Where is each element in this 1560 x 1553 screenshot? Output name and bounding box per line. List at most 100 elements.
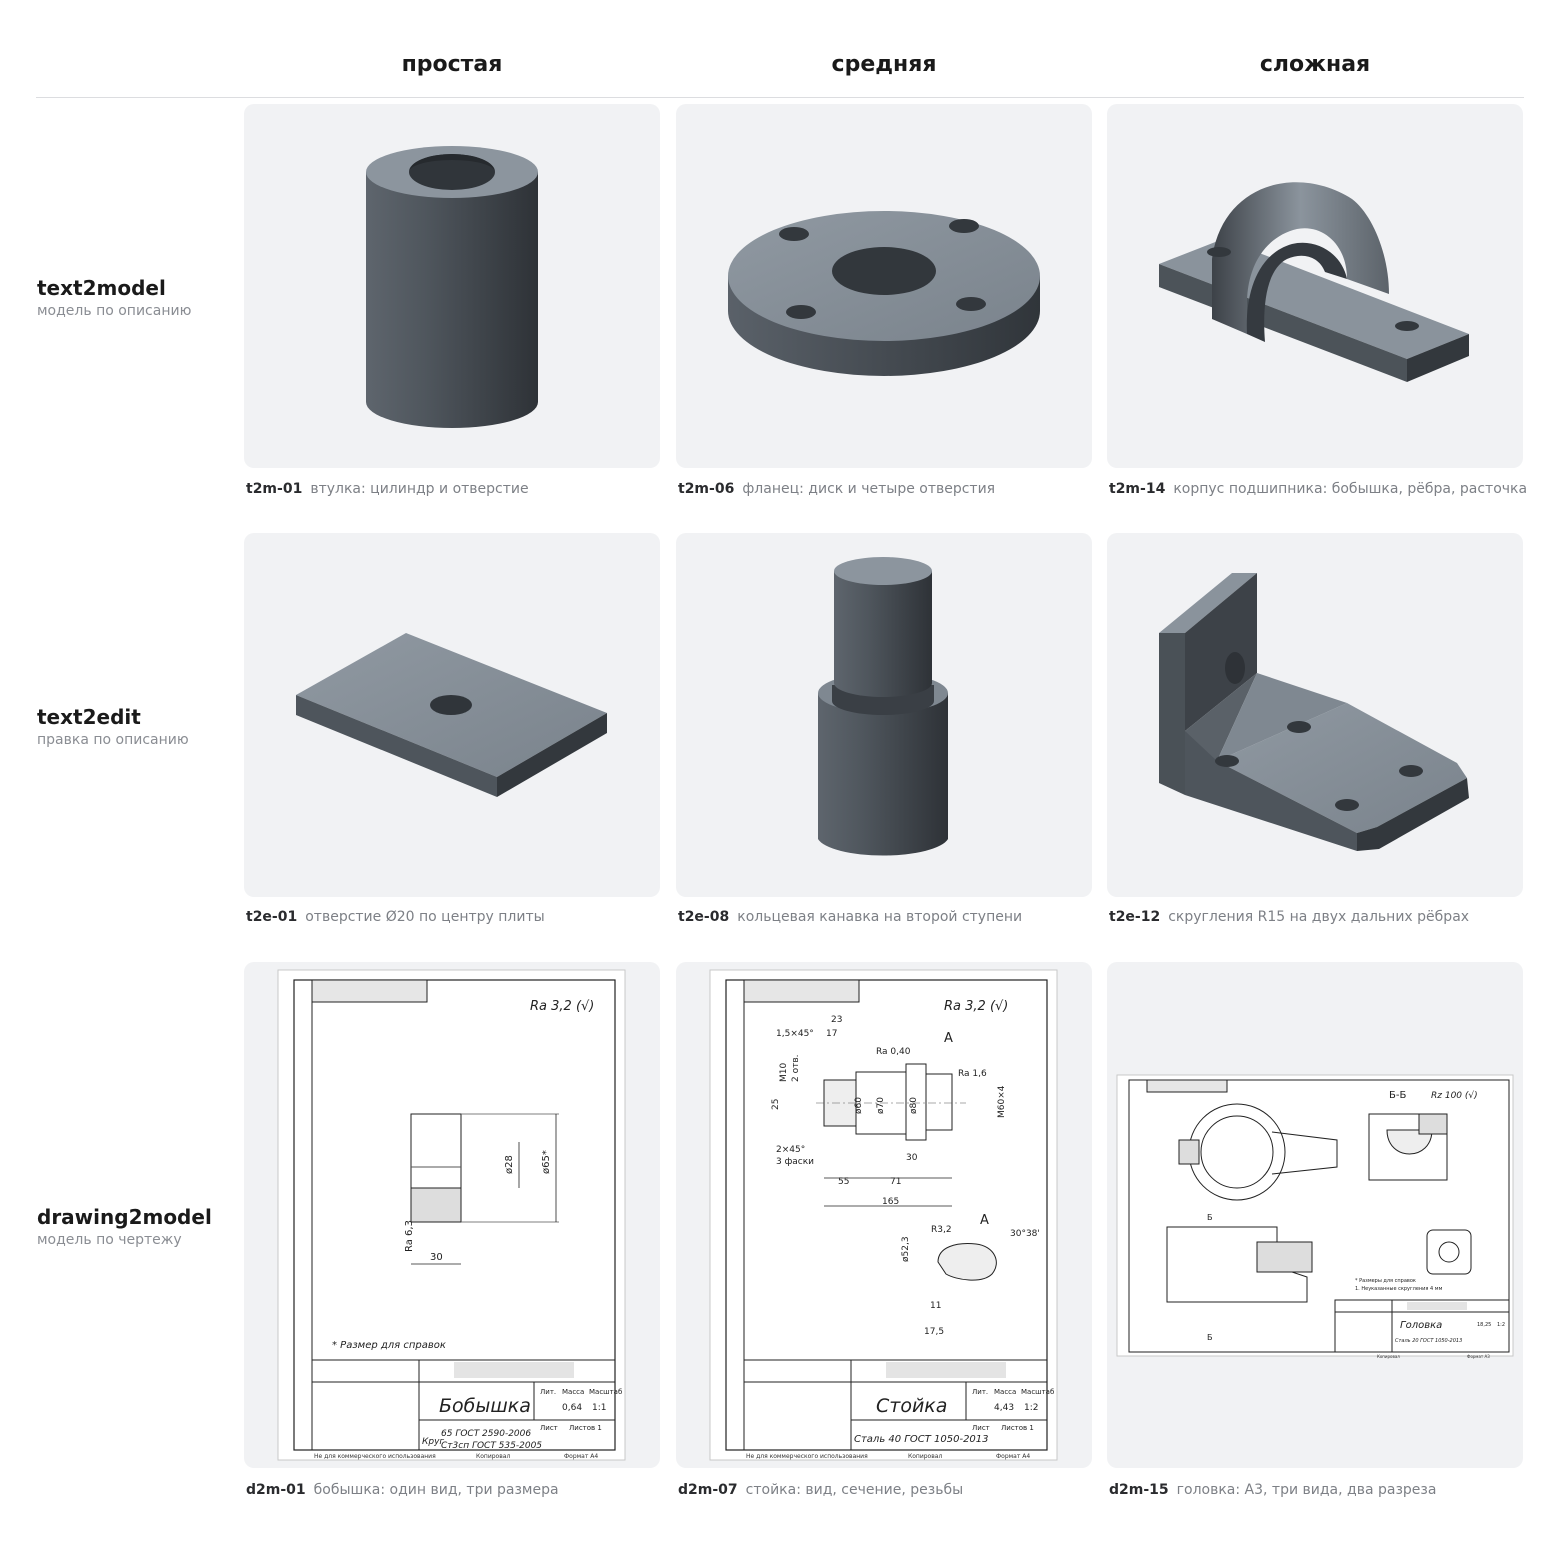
mass-value: 0,64 [562,1403,582,1413]
dim-3: 1,5×45° [776,1029,814,1039]
section-mark-a: А [944,1031,953,1046]
material-line-2: Ст3сп ГОСТ 535-2005 [441,1441,542,1451]
column-header-complex: сложная [1259,52,1371,77]
drawing-title: Бобышка [439,1395,531,1417]
drawing-title: Стойка [876,1395,947,1417]
column-header-row: простая средняя сложная [0,0,1560,98]
cell-id: t2m-01 [246,481,303,497]
card-t2e-01[interactable] [244,533,660,897]
cell-id: t2e-08 [678,909,730,925]
dim-16: 30 [906,1153,918,1163]
drawing-title: Головка [1400,1320,1442,1331]
copied-label: Копировал [908,1453,942,1460]
row-subtitle: модель по чертежу [37,1232,182,1248]
scale-value: 1:2 [1497,1322,1505,1328]
mass-value: 4,43 [994,1403,1014,1413]
card-t2m-06[interactable] [676,104,1092,468]
cell-id: t2e-12 [1109,909,1161,925]
cell-desc: бобышка: один вид, три размера [313,1482,559,1498]
cell-desc: втулка: цилиндр и отверстие [310,481,529,497]
caption-t2m-01: t2m-01 втулка: цилиндр и отверстие [246,481,529,497]
scale-value: 1:1 [592,1403,606,1413]
dim-1: 23 [831,1015,842,1025]
cell-id: d2m-01 [246,1482,306,1498]
dim-23: ø52,3 [901,1236,911,1262]
cell-desc: корпус подшипника: бобышка, рёбра, расто… [1173,481,1528,497]
sheet-label: Лист [540,1424,558,1432]
cell-desc: скругления R15 на двух дальних рёбрах [1168,909,1470,925]
dim-11: ø70 [876,1097,886,1114]
notes-fillets: 1. Неуказанные скругления 4 мм [1355,1286,1443,1292]
card-t2e-08[interactable] [676,533,1092,897]
cell-desc: отверстие Ø20 по центру плиты [305,909,545,925]
row-title: text2edit [37,705,141,729]
dim-22: 30°38' [1010,1229,1040,1239]
column-header-simple: простая [401,52,503,77]
row-label-text2edit: text2edit правка по описанию [37,704,189,750]
row-label-drawing2model: drawing2model модель по чертежу [37,1204,212,1250]
dim-18: 71 [890,1177,901,1187]
card-t2m-01[interactable] [244,104,660,468]
roughness-symbol: Ra 3,2 (√) [944,999,1008,1014]
scale-label: Масштаб [1021,1388,1054,1396]
section-mark-a2: А [980,1213,989,1228]
lit-label: Лит. [972,1388,988,1396]
row-title: text2model [37,276,166,300]
section-bb: Б-Б [1389,1090,1406,1101]
material-prefix: Круг [422,1437,444,1447]
row-label-text2model: text2model модель по описанию [37,275,191,321]
section-mark-b2: Б [1207,1333,1213,1342]
dim-diameter-inner: ø28 [504,1155,515,1174]
cell-desc: фланец: диск и четыре отверстия [742,481,996,497]
flange-render [728,211,1040,376]
dim-25: 17,5 [924,1327,944,1337]
card-d2m-01[interactable]: Ra 3,2 (√) ø65* ø28 30 Ra 6,3 * Размер д… [244,962,660,1468]
mass-value: 18,25 [1477,1322,1491,1328]
format-label: Формат A4 [564,1453,598,1460]
copied-label: Копировал [1377,1354,1400,1359]
material-line-1: 65 ГОСТ 2590-2006 [441,1429,531,1439]
bearing-housing-render [1159,182,1469,382]
roughness-symbol: Rz 100 (√) [1431,1090,1478,1101]
header-divider [36,97,1524,98]
footer-note: Не для коммерческого использования [746,1453,868,1460]
dim-10: ø60 [854,1097,864,1114]
dim-19: 165 [882,1197,899,1207]
dim-ra: Ra 6,3 [404,1220,415,1252]
caption-t2m-14: t2m-14 корпус подшипника: бобышка, рёбра,… [1109,481,1527,497]
scale-value: 1:2 [1024,1403,1038,1413]
caption-t2e-12: t2e-12 скругления R15 на двух дальних рёб… [1109,909,1469,925]
cell-id: t2m-14 [1109,481,1166,497]
sheet-label: Лист [972,1424,990,1432]
reference-note: * Размер для справок [332,1340,446,1351]
scale-label: Масштаб [589,1388,622,1396]
footer-note: Не для коммерческого использования [314,1453,436,1460]
dim-13: M60×4 [997,1085,1007,1118]
format-label: Формат A4 [996,1453,1030,1460]
dim-4: Ra 0,40 [876,1047,911,1057]
section-mark-b1: Б [1207,1213,1213,1222]
card-d2m-07[interactable]: Ra 3,2 (√) 23 17 1,5×45° Ra 0,40 А Ra 1,… [676,962,1092,1468]
material-line-1: Сталь 20 ГОСТ 1050-2013 [1395,1338,1462,1344]
copied-label: Копировал [476,1453,510,1460]
cell-id: d2m-15 [1109,1482,1169,1498]
dim-15: 3 фаски [776,1157,814,1167]
dim-length: 30 [430,1252,443,1263]
roughness-symbol: Ra 3,2 (√) [530,999,594,1014]
dim-9: 25 [771,1099,781,1110]
sheets-label: Листов 1 [569,1424,602,1432]
card-d2m-15[interactable]: Б-Б Rz 100 (√) * Размеры для справок 1. … [1107,962,1523,1468]
dim-8: 2 отв. [791,1054,801,1082]
mass-label: Масса [994,1388,1016,1396]
caption-d2m-01: d2m-01 бобышка: один вид, три размера [246,1482,559,1498]
shaft-render [818,557,948,856]
cell-id: t2m-06 [678,481,735,497]
card-t2e-12[interactable] [1107,533,1523,897]
bushing-render [366,146,538,428]
card-t2m-14[interactable] [1107,104,1523,468]
dim-2: 17 [826,1029,837,1039]
mass-label: Масса [562,1388,584,1396]
